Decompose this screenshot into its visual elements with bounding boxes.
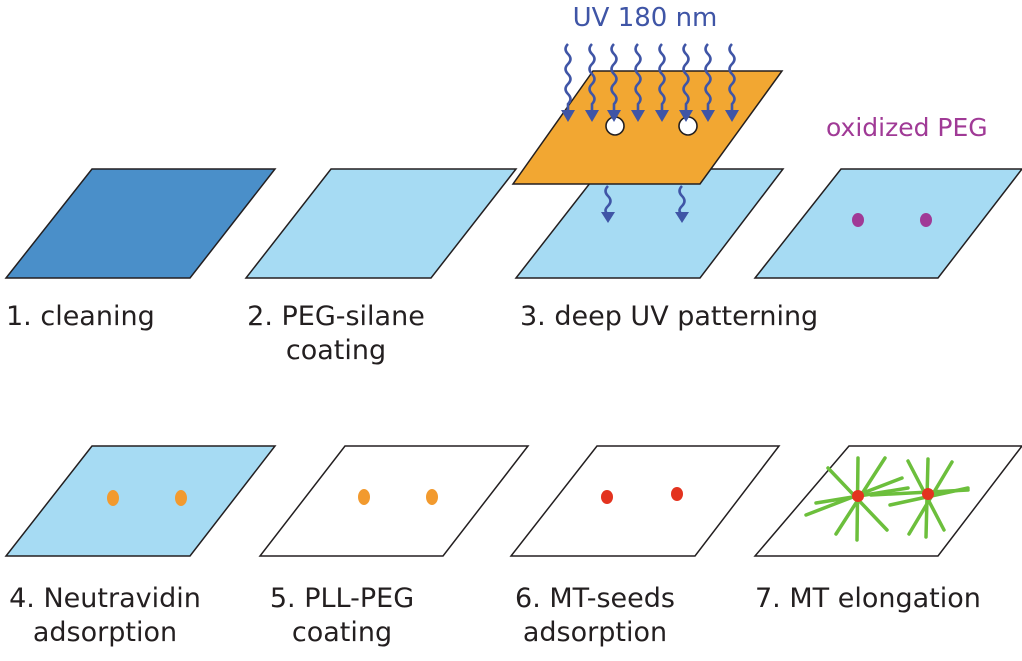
uv-arrowhead [585, 110, 599, 122]
uv-wave [588, 43, 596, 112]
seed-spot [671, 487, 683, 501]
oxidized-peg-label: oxidized PEG [826, 113, 988, 142]
seed-spot [601, 490, 613, 504]
uv-arrowhead [725, 110, 739, 122]
substrate-peg-silane [244, 168, 518, 279]
substrate-neutravidin [4, 445, 277, 557]
uv-wave [728, 43, 736, 112]
neutravidin-spot [358, 489, 370, 505]
uv-wave [610, 43, 618, 112]
uv-arrows-incoming [561, 43, 739, 122]
uv-arrowhead [607, 110, 621, 122]
uv-arrowhead [655, 110, 669, 122]
step-label-2: 2. PEG-silane coating [247, 301, 425, 366]
uv-arrowhead [679, 110, 693, 122]
uv-arrowhead [701, 110, 715, 122]
photomask [511, 70, 784, 185]
uv-wave [564, 43, 572, 112]
step-label-6: 6. MT-seeds adsorption [515, 583, 675, 648]
substrate-cleaning [4, 168, 277, 279]
substrate-deep-uv [514, 168, 785, 279]
step-label-4: 4. Neutravidin adsorption [9, 583, 201, 648]
uv-wave [658, 43, 666, 112]
seed-spot [852, 490, 864, 502]
neutravidin-spot [107, 490, 119, 506]
uv-wavelength-label: UV 180 nm [572, 3, 718, 33]
step-label-7: 7. MT elongation [755, 583, 981, 614]
uv-arrows-transmitted [604, 185, 686, 216]
substrate-mt-elongation [753, 445, 1022, 557]
uv-wave [634, 43, 642, 112]
mask-hole [678, 116, 698, 136]
substrate-oxidized [753, 168, 1022, 279]
oxidized-spot [920, 213, 932, 227]
step-label-3: 3. deep UV patterning [520, 301, 819, 332]
step-label-5: 5. PLL-PEG coating [269, 583, 415, 648]
neutravidin-spot [426, 489, 438, 505]
uv-wave [704, 43, 712, 112]
substrate-pll-peg [258, 445, 530, 557]
uv-arrowheads-transmitted [601, 212, 689, 223]
uv-arrowhead [631, 110, 645, 122]
substrate-mt-seeds [509, 445, 781, 557]
seed-spot [922, 488, 934, 500]
oxidized-spot [852, 213, 864, 227]
uv-wave [682, 43, 690, 112]
neutravidin-spot [175, 490, 187, 506]
uv-arrowhead [561, 110, 575, 122]
step-label-1: 1. cleaning [6, 301, 155, 332]
